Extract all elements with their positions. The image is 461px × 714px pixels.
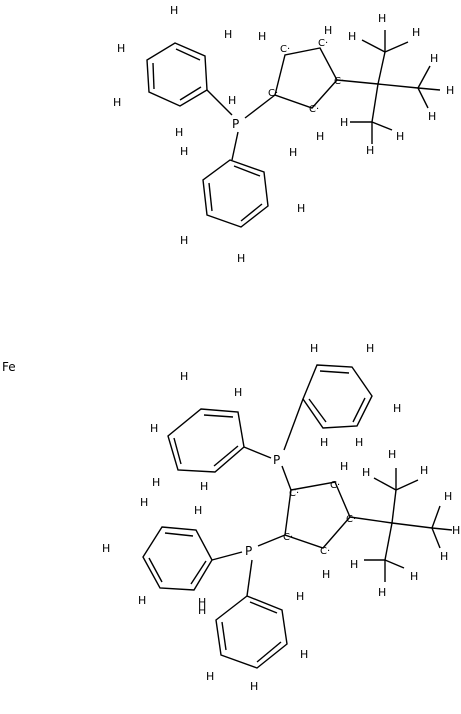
hydrogen-label: H — [200, 480, 208, 493]
hydrogen-label: H — [198, 596, 206, 609]
hydrogen-label: H — [393, 402, 401, 415]
hydrogen-label: H — [340, 116, 348, 129]
bottom-phenyl-lower-left — [142, 526, 213, 591]
hydrogen-label: H — [296, 590, 304, 603]
hydrogen-label: H — [228, 94, 236, 107]
hydrogen-label: H — [180, 145, 188, 158]
hydrogen-label: H — [412, 26, 420, 39]
radical-carbon-label: C· — [346, 514, 356, 525]
hydrogen-label: H — [206, 670, 214, 683]
atom-labels-layer: H H H H H H H H H H H H H H H H H H H H H H H H H H H H H H H H H H H H H H H H… — [102, 4, 460, 693]
hydrogen-label: H — [355, 436, 363, 449]
bottom-phenyl-upper-right — [302, 364, 373, 429]
hydrogen-label: H — [237, 252, 245, 265]
hydrogen-label: H — [420, 464, 428, 477]
top-cyclopentadienyl-ring — [274, 47, 338, 109]
top-diphenylphosphino-cyclopentadienyl: P — [146, 30, 441, 228]
hydrogen-label: H — [138, 594, 146, 607]
hydrogen-label: H — [350, 558, 358, 571]
hydrogen-label: H — [289, 146, 297, 159]
top-tert-butyl-group — [336, 30, 441, 144]
top-phenyl-upper — [146, 42, 208, 107]
radical-carbon-label: C· — [268, 88, 278, 99]
bottom-upper-phosphorus-label: P — [273, 453, 280, 467]
hydrogen-label: H — [366, 144, 374, 157]
hydrogen-label: H — [150, 422, 158, 435]
hydrogen-label: H — [452, 524, 460, 537]
hydrogen-label: H — [310, 342, 318, 355]
hydrogen-label: H — [378, 586, 386, 599]
hydrogen-label: H — [324, 24, 332, 37]
radical-carbon-label: C· — [283, 532, 293, 543]
hydrogen-label: H — [300, 648, 308, 661]
hydrogen-label: H — [140, 496, 148, 509]
hydrogen-label: H — [366, 342, 374, 355]
hydrogen-label: H — [113, 96, 121, 109]
hydrogen-label: H — [234, 386, 242, 399]
radical-carbon-label: C· — [318, 38, 328, 49]
hydrogen-label: H — [198, 604, 206, 617]
hydrogen-label: H — [316, 130, 324, 143]
hydrogen-label: H — [102, 542, 110, 555]
hydrogen-label: H — [180, 234, 188, 247]
hydrogen-label: H — [320, 436, 328, 449]
radical-carbon-label: C· — [280, 44, 290, 55]
top-phenyl-lower — [202, 159, 269, 228]
iron-atom-label: Fe — [2, 360, 16, 374]
bottom-lower-phosphorus-label: P — [245, 544, 252, 558]
hydrogen-label: H — [152, 476, 160, 489]
hydrogen-label: H — [194, 504, 202, 517]
bottom-phenyl-lower-right — [215, 595, 288, 669]
hydrogen-label: H — [180, 370, 188, 383]
top-phosphorus-label: P — [232, 117, 239, 131]
radical-carbon-label: C· — [330, 480, 340, 491]
hydrogen-label: H — [250, 680, 258, 693]
bottom-phenyl-upper-left — [167, 408, 245, 473]
hydrogen-label: H — [378, 12, 386, 25]
bottom-cyclopentadienyl-ring — [284, 481, 351, 549]
bottom-bis-diphenylphosphino-cyclopentadienyl: P P — [142, 364, 453, 669]
radical-carbon-label: C· — [289, 488, 299, 499]
hydrogen-label: H — [444, 490, 452, 503]
hydrogen-label: H — [428, 110, 436, 123]
hydrogen-label: H — [170, 4, 178, 17]
hydrogen-label: H — [348, 30, 356, 43]
hydrogen-label: H — [117, 42, 125, 55]
hydrogen-label: H — [322, 568, 330, 581]
hydrogen-label: H — [224, 28, 232, 41]
hydrogen-label: H — [430, 52, 438, 65]
hydrogen-label: H — [297, 202, 305, 215]
hydrogen-label: H — [388, 448, 396, 461]
radical-carbon-label: C· — [309, 104, 319, 115]
hydrogen-label: H — [440, 550, 448, 563]
hydrogen-label: H — [410, 570, 418, 583]
hydrogen-label: H — [446, 84, 454, 97]
hydrogen-label: H — [175, 126, 183, 139]
hydrogen-label: H — [258, 30, 266, 43]
hydrogen-label: H — [396, 130, 404, 143]
bottom-tert-butyl-group — [349, 468, 453, 582]
radical-carbon-label: C· — [320, 546, 330, 557]
hydrogen-label: H — [340, 460, 348, 473]
radical-carbon-label: C· — [334, 76, 344, 87]
hydrogen-label: H — [362, 466, 370, 479]
